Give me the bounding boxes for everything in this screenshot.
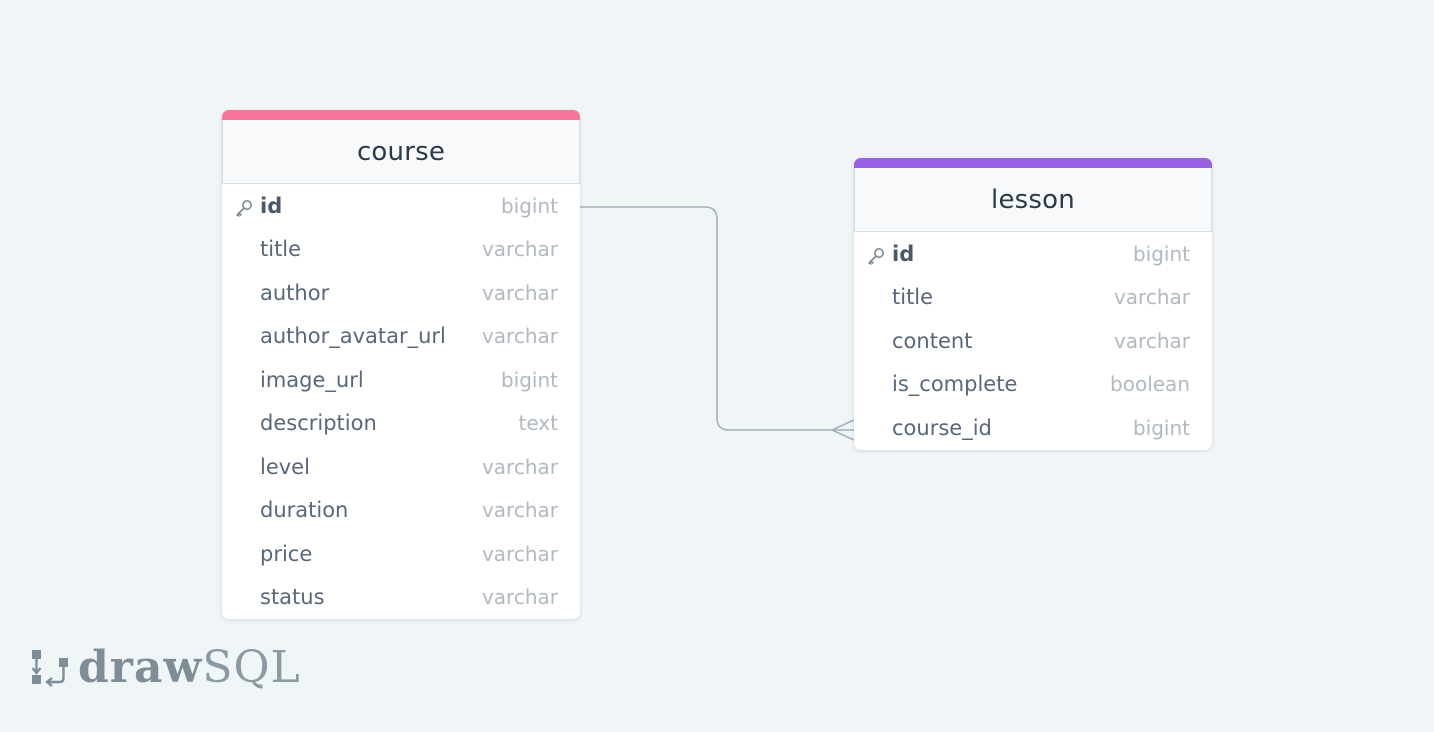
column-row[interactable]: id bigint	[854, 232, 1212, 276]
column-row[interactable]: description text	[222, 402, 580, 446]
column-row[interactable]: status varchar	[222, 576, 580, 620]
drawsql-logo-text: drawSQL	[78, 646, 301, 690]
course-table[interactable]: course id bigint title varchar author varchar…	[222, 110, 580, 619]
column-type: varchar	[481, 324, 558, 349]
column-type: varchar	[481, 541, 558, 566]
column-type: bigint	[1132, 415, 1190, 440]
column-row[interactable]: author varchar	[222, 271, 580, 315]
column-name: id	[892, 241, 915, 266]
column-type: varchar	[481, 585, 558, 610]
column-name: id	[260, 193, 283, 218]
column-name: course_id	[892, 415, 992, 440]
column-row[interactable]: title varchar	[222, 228, 580, 272]
column-type: bigint	[500, 193, 558, 218]
column-row[interactable]: content varchar	[854, 319, 1212, 363]
column-row[interactable]: is_complete boolean	[854, 363, 1212, 407]
column-type: varchar	[481, 454, 558, 479]
column-name: author	[260, 280, 330, 305]
column-type: varchar	[481, 280, 558, 305]
column-row[interactable]: price varchar	[222, 532, 580, 576]
column-type: text	[518, 411, 558, 436]
column-type: varchar	[1113, 328, 1190, 353]
column-row[interactable]: level varchar	[222, 445, 580, 489]
course-table-accent	[222, 110, 580, 120]
course-table-header[interactable]: course	[222, 120, 580, 184]
column-row[interactable]: author_avatar_url varchar	[222, 315, 580, 359]
column-name: title	[892, 285, 934, 310]
column-row[interactable]: duration varchar	[222, 489, 580, 533]
column-type: bigint	[1132, 241, 1190, 266]
logo-text-bold: draw	[78, 642, 203, 693]
lesson-table-header[interactable]: lesson	[854, 168, 1212, 232]
column-name: author_avatar_url	[260, 324, 446, 349]
column-name: level	[260, 454, 310, 479]
column-row[interactable]: title varchar	[854, 276, 1212, 320]
column-row[interactable]: id bigint	[222, 184, 580, 228]
column-type: boolean	[1110, 372, 1190, 397]
column-type: bigint	[500, 367, 558, 392]
column-name: price	[260, 541, 313, 566]
lesson-table[interactable]: lesson id bigint title varchar content varcha…	[854, 158, 1212, 450]
column-row[interactable]: image_url bigint	[222, 358, 580, 402]
course-lesson-relation	[580, 206, 854, 431]
lesson-table-columns: id bigint title varchar content varchar is_com…	[854, 232, 1212, 450]
column-row[interactable]: course_id bigint	[854, 406, 1212, 450]
lesson-table-name: lesson	[991, 184, 1075, 215]
column-name: content	[892, 328, 973, 353]
lesson-table-accent	[854, 158, 1212, 168]
drawsql-logo[interactable]: drawSQL	[30, 644, 301, 692]
drawsql-logo-icon	[31, 650, 68, 687]
course-table-name: course	[356, 136, 446, 167]
column-name: title	[260, 237, 302, 262]
column-type: varchar	[481, 498, 558, 523]
primary-key-icon	[866, 246, 886, 266]
logo-text-light: SQL	[202, 642, 301, 693]
column-name: description	[260, 411, 377, 436]
column-name: status	[260, 585, 325, 610]
crows-foot-marker	[830, 419, 855, 441]
column-type: varchar	[1113, 285, 1190, 310]
primary-key-icon	[234, 198, 254, 218]
column-type: varchar	[481, 237, 558, 262]
column-name: is_complete	[892, 372, 1018, 397]
column-name: image_url	[260, 367, 364, 392]
column-name: duration	[260, 498, 349, 523]
